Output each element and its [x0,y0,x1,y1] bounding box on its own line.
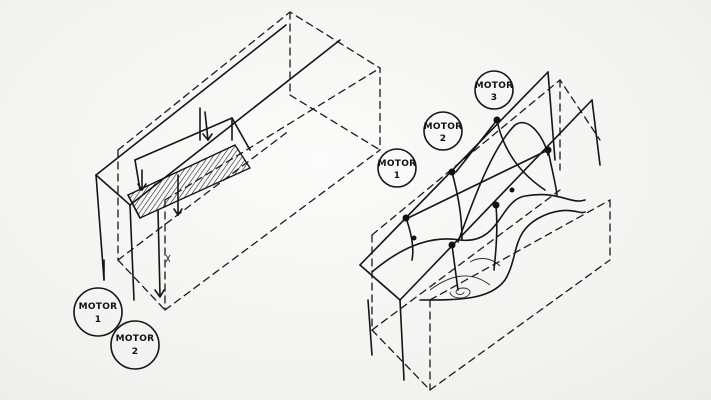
left-motor-1-number: 1 [95,315,102,325]
right-motor-1-number: 1 [394,171,401,181]
right-frame-sketch [359,71,611,391]
right-motor-2-bubble: MOTOR 2 [423,111,463,151]
right-motor-1-label: MOTOR [378,159,417,169]
left-frame-sketch [95,11,381,311]
right-motor-3-bubble: MOTOR 3 [474,70,514,110]
left-motor-2-bubble: MOTOR 2 [110,320,160,370]
right-motor-3-number: 3 [491,93,498,103]
left-motor-1-bubble: MOTOR 1 [73,287,123,337]
right-motor-2-number: 2 [440,134,447,144]
right-motor-1-bubble: MOTOR 1 [377,148,417,188]
left-motor-2-label: MOTOR [116,334,155,344]
left-motor-2-number: 2 [132,347,139,357]
right-motor-2-label: MOTOR [424,122,463,132]
left-motor-1-label: MOTOR [79,302,118,312]
right-motor-3-label: MOTOR [475,81,514,91]
